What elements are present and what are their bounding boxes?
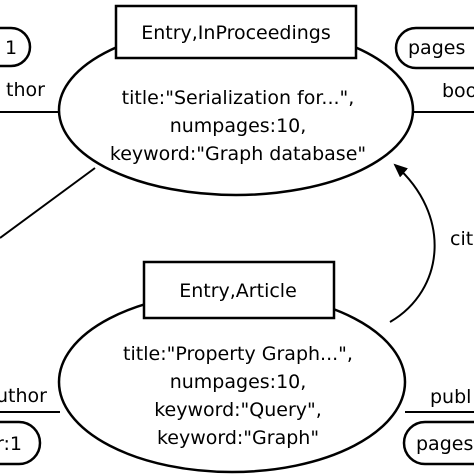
edge-label-top-right: boo <box>442 80 474 102</box>
node-partial-top-right: pages <box>394 26 474 70</box>
node-article-prop-numpages: numpages:10, <box>170 371 307 393</box>
edge-diagonal <box>0 167 96 239</box>
node-article-prop-title: title:"Property Graph...", <box>123 343 353 365</box>
node-partial-bottom-right: pages <box>402 420 474 466</box>
node-inproceedings-label: Entry,InProceedings <box>141 22 331 44</box>
edge-label-cites: cit <box>450 228 473 250</box>
edge-cites <box>389 163 436 323</box>
edge-label-top-left: thor <box>6 79 45 101</box>
edge-label-bottom-left: uthor <box>0 385 47 407</box>
node-article-prop-keyword-graph: keyword:"Graph" <box>157 427 319 449</box>
node-article-label: Entry,Article <box>179 280 297 302</box>
node-partial-bottom-right-text: pages <box>416 433 473 455</box>
node-article: Entry,Article title:"Property Graph...",… <box>57 260 407 474</box>
node-inproceedings-prop-numpages: numpages:10, <box>170 115 307 137</box>
node-inproceedings: Entry,InProceedings title:"Serialization… <box>57 4 415 197</box>
node-partial-top-right-text: pages <box>408 37 465 59</box>
node-inproceedings-label-box <box>114 4 358 60</box>
node-inproceedings-prop-title: title:"Serialization for...", <box>122 87 355 109</box>
node-partial-top-left: 1 <box>0 26 32 68</box>
node-article-prop-keyword-query: keyword:"Query", <box>154 399 322 421</box>
node-article-label-box <box>142 260 336 320</box>
node-partial-bottom-left-text: r:1 <box>0 433 22 455</box>
edge-label-bottom-right: publ <box>430 386 471 408</box>
node-inproceedings-prop-keyword: keyword:"Graph database" <box>110 143 366 165</box>
node-partial-top-left-text: 1 <box>5 37 17 59</box>
node-partial-bottom-left: r:1 <box>0 420 42 466</box>
